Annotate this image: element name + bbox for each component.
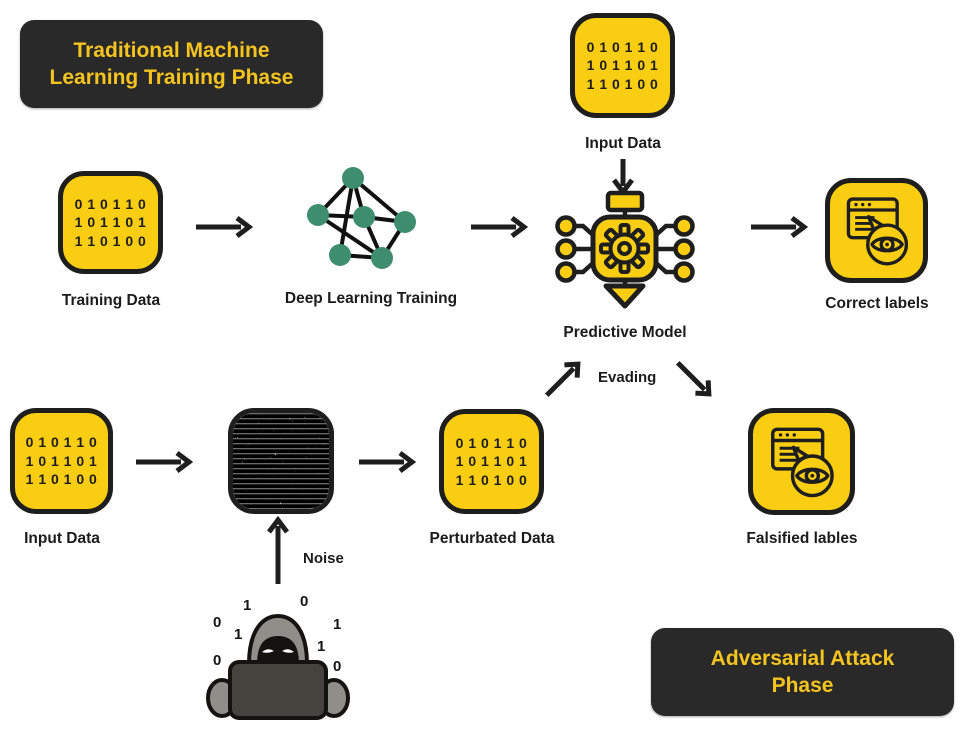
binary-line: 1 0 1 1 0 1	[586, 57, 659, 74]
training-data-label: Training Data	[61, 292, 161, 309]
hacker-digit: 0	[333, 658, 342, 675]
arrow-evading-up	[544, 361, 581, 398]
deep-learning-training-label: Deep Learning Training	[284, 290, 458, 307]
arrow-noise-to-perturbated	[359, 451, 417, 473]
binary-line: 1 0 1 1 0 1	[455, 453, 528, 470]
attack-phase-title-box: Adversarial Attack Phase	[651, 628, 954, 716]
input-data-top-box: 0 1 0 1 1 0 1 0 1 1 0 1 1 1 0 1 0 0	[570, 13, 675, 118]
noise-image	[228, 408, 334, 514]
hacker-digit: 1	[243, 597, 252, 614]
hacker-digit: 1	[317, 638, 326, 655]
correct-labels-box	[825, 178, 928, 283]
arrow-model-to-falsified	[675, 360, 712, 397]
hacker-digit: 0	[300, 593, 309, 610]
binary-line: 0 1 0 1 1 0	[586, 38, 659, 55]
browser-eye-icon	[770, 427, 834, 497]
predictive-model-icon	[555, 190, 695, 309]
training-phase-title: Traditional Machine Learning Training Ph…	[49, 38, 294, 89]
hacker-digit: 1	[333, 616, 342, 633]
arrow-training-to-network	[196, 216, 254, 238]
training-phase-title-box: Traditional Machine Learning Training Ph…	[20, 20, 323, 108]
binary-line: 1 0 1 1 0 1	[74, 214, 147, 231]
binary-line: 1 0 1 1 0 1	[25, 452, 98, 469]
input-data-bottom-label: Input Data	[24, 530, 100, 547]
noise-label: Noise	[303, 550, 344, 567]
perturbated-data-box: 0 1 0 1 1 0 1 0 1 1 0 1 1 1 0 1 0 0	[439, 409, 544, 514]
attack-phase-title: Adversarial Attack Phase	[710, 646, 895, 697]
neural-network-icon	[307, 167, 416, 269]
binary-line: 0 1 0 1 1 0	[25, 434, 98, 451]
input-data-top-label: Input Data	[585, 135, 661, 152]
hacker-icon: 1 0 0 1 1 1 0 0	[195, 592, 365, 730]
evading-label: Evading	[598, 369, 657, 386]
correct-labels-label: Correct labels	[825, 295, 929, 312]
training-data-box: 0 1 0 1 1 0 1 0 1 1 0 1 1 1 0 1 0 0	[58, 171, 163, 274]
binary-line: 1 1 0 1 0 0	[25, 471, 98, 488]
browser-eye-icon	[846, 196, 908, 265]
input-data-bottom-box: 0 1 0 1 1 0 1 0 1 1 0 1 1 1 0 1 0 0	[10, 408, 113, 514]
arrow-network-to-model	[471, 216, 529, 238]
hacker-digit: 1	[234, 626, 243, 643]
arrow-input-to-noise	[136, 451, 194, 473]
binary-line: 1 1 0 1 0 0	[586, 75, 659, 92]
falsified-labels-label: Falsified lables	[746, 530, 858, 547]
binary-line: 0 1 0 1 1 0	[455, 434, 528, 451]
binary-line: 1 1 0 1 0 0	[74, 232, 147, 249]
arrow-hacker-to-noise	[267, 516, 289, 584]
falsified-labels-box	[748, 408, 855, 515]
perturbated-data-label: Perturbated Data	[429, 530, 555, 547]
hacker-digit: 0	[213, 652, 222, 669]
binary-line: 1 1 0 1 0 0	[455, 471, 528, 488]
hacker-digit: 0	[213, 614, 222, 631]
predictive-model-label: Predictive Model	[563, 324, 687, 341]
arrow-model-to-correct	[751, 216, 809, 238]
binary-line: 0 1 0 1 1 0	[74, 195, 147, 212]
